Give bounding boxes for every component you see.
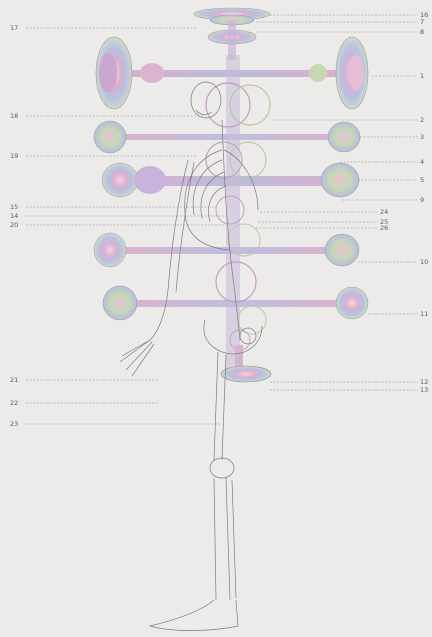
label-17: 17 bbox=[10, 24, 18, 32]
label-7: 7 bbox=[420, 18, 424, 26]
label-2: 2 bbox=[420, 116, 424, 124]
label-20: 20 bbox=[10, 221, 18, 229]
label-26: 26 bbox=[380, 224, 388, 232]
label-22: 22 bbox=[10, 399, 18, 407]
label-3: 3 bbox=[420, 133, 424, 141]
central-energy-column bbox=[206, 55, 270, 375]
label-8: 8 bbox=[420, 28, 424, 36]
label-12: 12 bbox=[420, 378, 428, 386]
crown-discs bbox=[194, 8, 270, 60]
label-11: 11 bbox=[420, 310, 428, 318]
label-23: 23 bbox=[10, 420, 18, 428]
label-14: 14 bbox=[10, 212, 18, 220]
label-13: 13 bbox=[420, 386, 428, 394]
label-10: 10 bbox=[420, 258, 428, 266]
label-5: 5 bbox=[420, 176, 424, 184]
label-15: 15 bbox=[10, 203, 18, 211]
right-labels: 16 7 8 1 2 3 4 5 9 10 11 12 13 bbox=[420, 11, 428, 394]
mid-labels: 24 25 26 bbox=[380, 208, 388, 232]
label-1: 1 bbox=[420, 72, 424, 80]
label-19: 19 bbox=[10, 152, 18, 160]
label-18: 18 bbox=[10, 112, 18, 120]
left-labels: 17 18 19 15 14 20 21 22 23 bbox=[10, 24, 18, 428]
label-4: 4 bbox=[420, 158, 424, 166]
label-24: 24 bbox=[380, 208, 388, 216]
label-9: 9 bbox=[420, 196, 424, 204]
label-21: 21 bbox=[10, 376, 18, 384]
